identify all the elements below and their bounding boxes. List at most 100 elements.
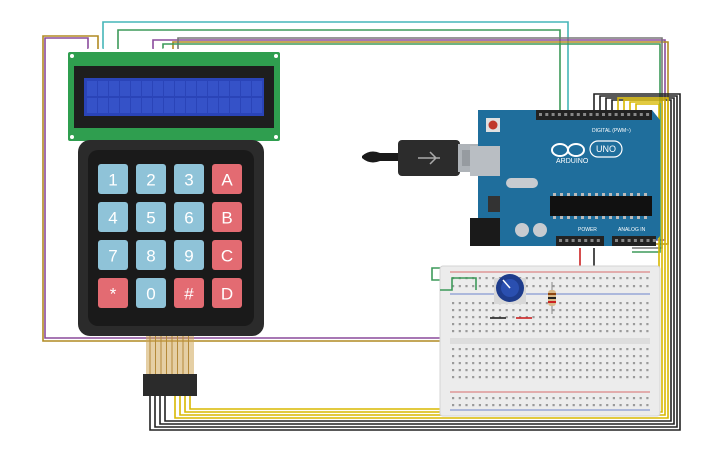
- arduino-digital-pin[interactable]: [627, 113, 631, 116]
- breadboard-hole[interactable]: [599, 316, 602, 319]
- breadboard-hole[interactable]: [458, 397, 461, 400]
- breadboard-hole[interactable]: [498, 404, 502, 407]
- breadboard-hole[interactable]: [465, 302, 468, 305]
- breadboard-hole[interactable]: [639, 323, 642, 326]
- breadboard-hole[interactable]: [565, 355, 569, 358]
- breadboard-hole[interactable]: [492, 309, 495, 312]
- breadboard-hole[interactable]: [579, 362, 582, 365]
- breadboard-hole[interactable]: [646, 277, 649, 280]
- breadboard-hole[interactable]: [532, 404, 535, 407]
- breadboard-hole[interactable]: [612, 277, 615, 280]
- breadboard-hole[interactable]: [632, 323, 636, 326]
- breadboard-hole[interactable]: [639, 404, 642, 407]
- breadboard-hole[interactable]: [505, 348, 508, 351]
- breadboard-hole[interactable]: [626, 355, 629, 358]
- breadboard-hole[interactable]: [646, 285, 649, 288]
- breadboard-hole[interactable]: [498, 323, 502, 326]
- breadboard-hole[interactable]: [646, 302, 649, 305]
- breadboard-hole[interactable]: [505, 404, 508, 407]
- breadboard-hole[interactable]: [458, 302, 461, 305]
- breadboard-hole[interactable]: [646, 362, 649, 365]
- wire-keypad-6[interactable]: [179, 99, 666, 416]
- breadboard-hole[interactable]: [632, 285, 636, 288]
- breadboard-hole[interactable]: [586, 348, 589, 351]
- breadboard-hole[interactable]: [599, 355, 602, 358]
- breadboard-hole[interactable]: [498, 309, 502, 312]
- breadboard-hole[interactable]: [545, 397, 548, 400]
- breadboard-hole[interactable]: [525, 309, 528, 312]
- breadboard-hole[interactable]: [545, 376, 548, 379]
- breadboard-hole[interactable]: [498, 397, 502, 400]
- breadboard-hole[interactable]: [565, 362, 569, 365]
- breadboard-hole[interactable]: [472, 285, 475, 288]
- breadboard-hole[interactable]: [599, 323, 602, 326]
- breadboard-hole[interactable]: [478, 369, 481, 372]
- breadboard-hole[interactable]: [612, 285, 615, 288]
- breadboard-hole[interactable]: [539, 302, 542, 305]
- arduino-digital-pin[interactable]: [557, 113, 561, 116]
- breadboard-hole[interactable]: [478, 397, 481, 400]
- breadboard-hole[interactable]: [632, 277, 636, 280]
- breadboard-hole[interactable]: [619, 376, 622, 379]
- keypad-key[interactable]: 6: [174, 202, 204, 232]
- breadboard-hole[interactable]: [478, 362, 481, 365]
- breadboard-hole[interactable]: [646, 323, 649, 326]
- breadboard-hole[interactable]: [545, 309, 548, 312]
- arduino-digital-pin[interactable]: [551, 113, 555, 116]
- breadboard-hole[interactable]: [565, 316, 569, 319]
- breadboard-hole[interactable]: [492, 277, 495, 280]
- breadboard-hole[interactable]: [592, 323, 595, 326]
- breadboard-hole[interactable]: [565, 404, 569, 407]
- breadboard-hole[interactable]: [646, 316, 649, 319]
- breadboard-hole[interactable]: [458, 376, 461, 379]
- breadboard-hole[interactable]: [478, 302, 481, 305]
- breadboard-hole[interactable]: [452, 369, 455, 372]
- breadboard-hole[interactable]: [552, 285, 555, 288]
- breadboard-hole[interactable]: [586, 404, 589, 407]
- breadboard-hole[interactable]: [579, 397, 582, 400]
- breadboard-hole[interactable]: [626, 330, 629, 333]
- wire-keypad-2[interactable]: [154, 95, 678, 428]
- breadboard-hole[interactable]: [525, 355, 528, 358]
- breadboard-hole[interactable]: [579, 348, 582, 351]
- keypad-key[interactable]: 2: [136, 164, 166, 194]
- breadboard-hole[interactable]: [619, 330, 622, 333]
- breadboard-hole[interactable]: [559, 369, 562, 372]
- breadboard-hole[interactable]: [452, 362, 455, 365]
- breadboard-hole[interactable]: [545, 277, 548, 280]
- breadboard-hole[interactable]: [579, 355, 582, 358]
- breadboard-hole[interactable]: [586, 323, 589, 326]
- breadboard-hole[interactable]: [505, 309, 508, 312]
- breadboard-hole[interactable]: [492, 330, 495, 333]
- breadboard-hole[interactable]: [452, 404, 455, 407]
- breadboard-hole[interactable]: [519, 323, 522, 326]
- breadboard-hole[interactable]: [465, 330, 468, 333]
- breadboard-hole[interactable]: [539, 309, 542, 312]
- breadboard-hole[interactable]: [452, 397, 455, 400]
- arduino-digital-pin[interactable]: [608, 113, 612, 116]
- keypad-key[interactable]: #: [174, 278, 204, 308]
- breadboard-hole[interactable]: [552, 355, 555, 358]
- breadboard-hole[interactable]: [519, 376, 522, 379]
- breadboard-hole[interactable]: [532, 369, 535, 372]
- breadboard-hole[interactable]: [639, 362, 642, 365]
- breadboard-hole[interactable]: [552, 348, 555, 351]
- breadboard-hole[interactable]: [539, 348, 542, 351]
- breadboard-hole[interactable]: [525, 348, 528, 351]
- arduino-digital-pin[interactable]: [646, 113, 650, 116]
- breadboard-hole[interactable]: [539, 404, 542, 407]
- arduino-digital-pin[interactable]: [602, 113, 605, 116]
- breadboard-hole[interactable]: [458, 323, 461, 326]
- breadboard-hole[interactable]: [626, 362, 629, 365]
- lcd-pin[interactable]: [168, 48, 172, 52]
- arduino-digital-pin[interactable]: [589, 113, 593, 116]
- breadboard-hole[interactable]: [458, 348, 461, 351]
- breadboard-hole[interactable]: [539, 397, 542, 400]
- breadboard-hole[interactable]: [646, 376, 649, 379]
- breadboard-hole[interactable]: [592, 285, 595, 288]
- breadboard-hole[interactable]: [612, 323, 615, 326]
- breadboard-hole[interactable]: [519, 330, 522, 333]
- breadboard-hole[interactable]: [592, 302, 595, 305]
- breadboard-hole[interactable]: [478, 323, 481, 326]
- breadboard-hole[interactable]: [579, 376, 582, 379]
